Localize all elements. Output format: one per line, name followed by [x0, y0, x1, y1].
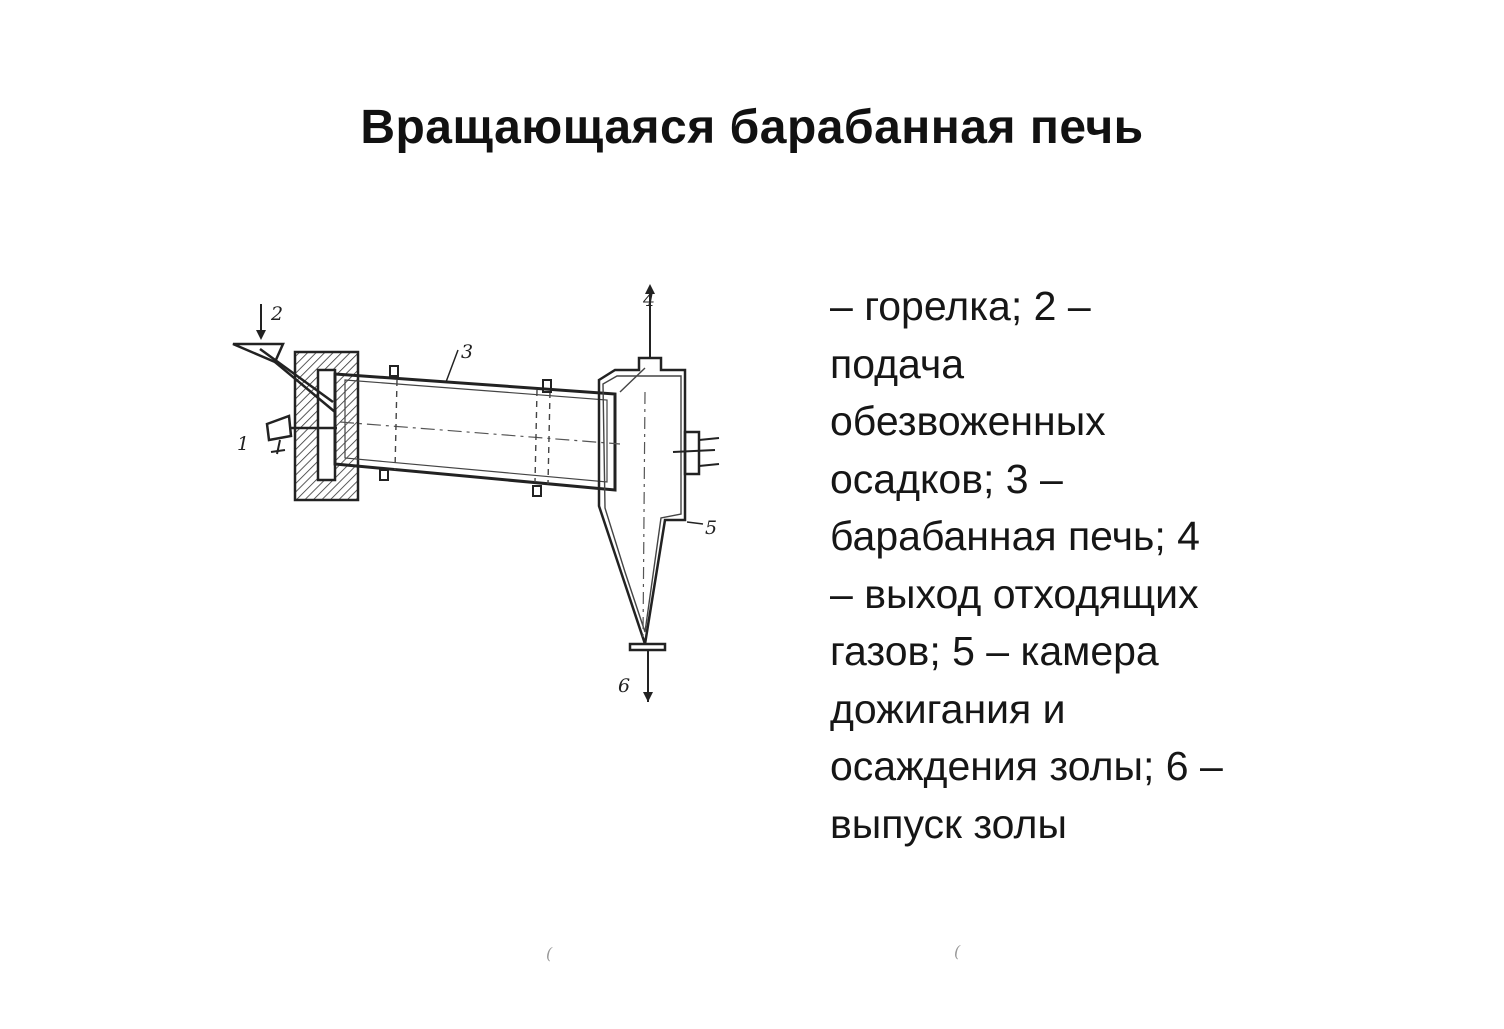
label-4: 4	[642, 289, 655, 311]
burner-wall	[293, 350, 360, 502]
label-5: 5	[705, 517, 717, 539]
caption-line: дожигания и	[830, 685, 1066, 732]
kiln-drum	[333, 349, 621, 497]
feed-hopper	[232, 304, 336, 413]
label-1: 1	[237, 433, 249, 455]
scan-speck: (	[546, 944, 553, 963]
caption-line: барабанная печь; 4	[830, 513, 1200, 559]
caption-line: обезвоженных	[830, 398, 1106, 444]
burner	[265, 414, 337, 455]
label-6: 6	[618, 675, 630, 697]
legend-caption: – горелка; 2 – подача обезвоженных осадк…	[830, 278, 1350, 853]
kiln-schematic: 2 1 3 4 5 6	[232, 284, 720, 702]
caption-line: подача	[830, 340, 965, 387]
caption-line: – выход отходящих	[830, 570, 1199, 617]
label-3: 3	[461, 341, 473, 363]
caption-line: выпуск золы	[830, 800, 1067, 847]
rotary-kiln-diagram: 2 1 3 4 5 6	[225, 282, 735, 712]
caption-line: – горелка; 2 –	[830, 283, 1091, 329]
slide-title: Вращающаяся барабанная печь	[360, 101, 1144, 154]
caption-line: газов; 5 – камера	[830, 628, 1159, 674]
label-2: 2	[270, 303, 283, 325]
afterburn-chamber	[597, 284, 720, 702]
caption-line: осадков; 3 –	[830, 455, 1063, 502]
scan-speck: (	[954, 942, 961, 961]
caption-line: осаждения золы; 6 –	[830, 743, 1223, 789]
